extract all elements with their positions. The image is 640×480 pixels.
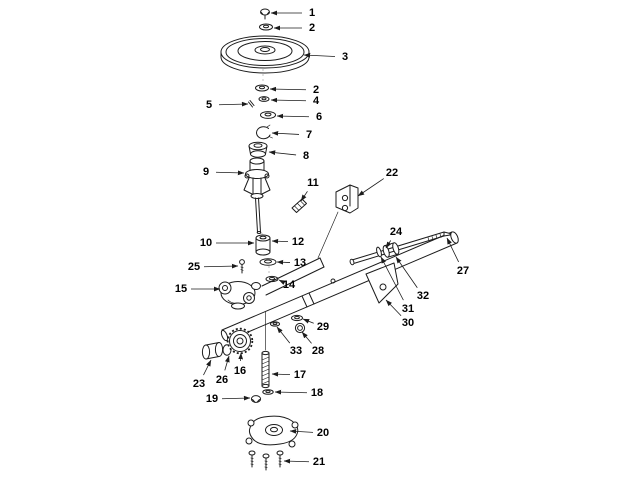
leader-line-8: [268, 150, 297, 156]
part-label-17: 17: [294, 369, 306, 381]
ring: [265, 275, 279, 283]
leader-line-31: [380, 256, 404, 301]
leader-line-14: [278, 279, 286, 285]
leader-line-25: [203, 263, 239, 269]
part-label-2: 2: [309, 22, 315, 34]
gear-housing: [218, 281, 261, 310]
part-label-26: 26: [216, 374, 228, 386]
parts-drawing: [201, 8, 459, 471]
part-label-15: 15: [175, 283, 187, 295]
leader-line-21: [283, 458, 310, 464]
leader-line-19: [221, 395, 251, 401]
cover-bolt: [276, 450, 284, 468]
part-label-18: 18: [311, 387, 323, 399]
leader-line-22: [357, 178, 384, 197]
leader-line-2: [269, 86, 307, 92]
leader-line-18: [274, 389, 308, 395]
hatched-pin: [291, 198, 307, 213]
part-label-4: 4: [313, 95, 320, 107]
leader-line-26: [224, 355, 230, 371]
roll-pin: [248, 100, 255, 108]
flat-washer-top: [259, 23, 273, 31]
part-label-20: 20: [317, 427, 329, 439]
leader-line-27: [446, 237, 459, 263]
part-label-33: 33: [290, 345, 302, 357]
leader-line-3: [303, 52, 336, 58]
o-ring: [294, 322, 306, 334]
bearing-cup: [248, 141, 268, 158]
part-label-5: 5: [206, 99, 212, 111]
part-label-31: 31: [402, 303, 414, 315]
leader-line-5: [218, 101, 249, 107]
part-label-27: 27: [457, 265, 469, 277]
rod-washer: [376, 246, 382, 258]
part-label-25: 25: [188, 261, 200, 273]
spindle-shaft-assembly: [243, 157, 271, 234]
leader-line-30: [385, 299, 402, 317]
part-label-23: 23: [193, 378, 205, 390]
mounting-bracket: [317, 184, 359, 259]
part-label-21: 21: [313, 456, 325, 468]
retaining-ring: [259, 258, 277, 266]
leader-line-11: [300, 191, 308, 202]
part-label-29: 29: [317, 321, 329, 333]
part-label-32: 32: [417, 290, 429, 302]
part-label-16: 16: [234, 365, 246, 377]
leader-line-20: [289, 428, 314, 434]
spacer-sleeve: [255, 234, 271, 256]
part-label-24: 24: [390, 226, 403, 238]
leader-line-4: [270, 97, 307, 103]
worm-shaft: [261, 311, 270, 389]
part-label-6: 6: [316, 111, 322, 123]
leader-line-28: [301, 331, 312, 344]
pivot-arm: [261, 257, 325, 296]
housing-cover: [245, 415, 299, 448]
cover-bolts: [248, 450, 284, 471]
flat-washer-mid: [255, 84, 269, 92]
hex-nut: [260, 8, 270, 20]
small-washer: [258, 96, 270, 102]
part-label-13: 13: [294, 257, 306, 269]
ring-29: [291, 314, 303, 322]
part-label-19: 19: [206, 393, 218, 405]
retainer-clip: [256, 124, 273, 140]
small-bolt: [239, 259, 245, 274]
cover-bolt: [262, 453, 270, 471]
thin-ring: [269, 321, 281, 327]
tube-bracket-plate: [365, 262, 399, 304]
part-label-11: 11: [307, 177, 319, 189]
leader-line-6: [276, 113, 310, 119]
part-label-7: 7: [306, 129, 312, 141]
leader-line-24: [385, 240, 392, 249]
leader-line-7: [271, 130, 300, 136]
cover-bolt: [248, 450, 256, 468]
part-label-1: 1: [309, 7, 315, 19]
drive-pulley: [220, 35, 310, 74]
washer: [260, 111, 276, 119]
lower-washer: [262, 389, 274, 395]
leader-line-17: [271, 371, 291, 377]
lock-nut: [250, 395, 262, 403]
part-label-14: 14: [283, 279, 296, 291]
part-label-2: 2: [313, 84, 319, 96]
part-label-9: 9: [203, 166, 209, 178]
leader-line-9: [215, 170, 245, 176]
part-label-28: 28: [312, 345, 324, 357]
leader-line-33: [276, 326, 291, 344]
gear: [226, 327, 254, 355]
part-label-30: 30: [402, 317, 414, 329]
leader-line-12: [271, 238, 289, 244]
part-label-12: 12: [292, 236, 304, 248]
part-label-22: 22: [386, 167, 398, 179]
part-label-8: 8: [303, 150, 309, 162]
leader-line-29: [302, 318, 314, 324]
leader-line-13: [276, 259, 291, 265]
part-label-3: 3: [342, 51, 348, 63]
leader-line-23: [203, 359, 212, 376]
leader-line-32: [395, 256, 418, 289]
roller-drum: [201, 342, 224, 360]
part-label-10: 10: [200, 237, 212, 249]
